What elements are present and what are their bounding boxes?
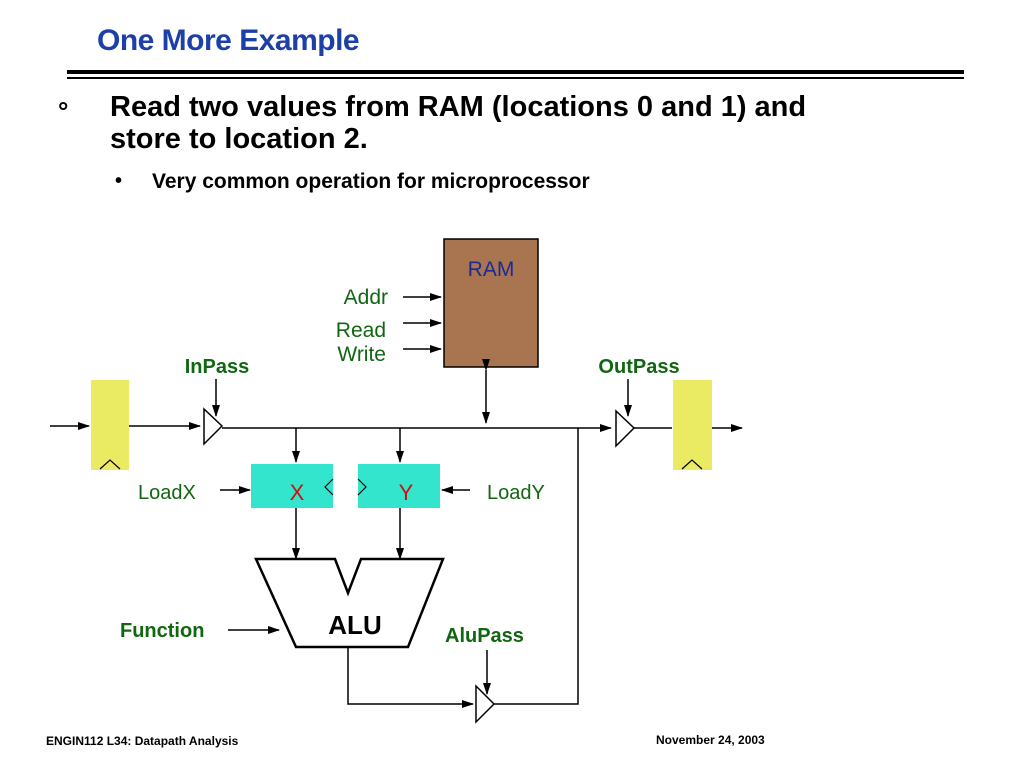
- function-label: Function: [120, 620, 204, 642]
- inpass-label: InPass: [185, 356, 249, 378]
- outpass-label: OutPass: [598, 356, 679, 378]
- input-register-clock-icon: [99, 459, 121, 470]
- alupass-to-bus-wire: [494, 428, 579, 705]
- main-bullet-icon: °: [58, 96, 69, 126]
- read-label: Read: [336, 319, 386, 342]
- write-label: Write: [337, 343, 386, 366]
- main-line-2: store to location 2.: [110, 123, 368, 155]
- sub-bullet-icon: •: [115, 170, 123, 192]
- ram-block: [443, 238, 539, 368]
- alupass-buffer-icon: [475, 684, 496, 724]
- alu-label: ALU: [328, 610, 381, 640]
- y-register-label: Y: [399, 480, 414, 505]
- outpass-buffer-icon: [615, 409, 636, 448]
- main-line-1: Read two values from RAM (locations 0 an…: [110, 91, 807, 123]
- footer-date: November 24, 2003: [656, 733, 765, 747]
- alu-output-wire: [347, 647, 474, 708]
- loadx-label: LoadX: [138, 482, 196, 504]
- input-register: [91, 380, 129, 470]
- sub-bullet-text: Very common operation for microprocessor: [152, 170, 590, 193]
- alu-shape: [254, 557, 445, 649]
- title-rule-thin: [67, 77, 964, 79]
- x-register: [251, 464, 333, 508]
- addr-label: Addr: [344, 286, 388, 309]
- slide-title: One More Example: [97, 24, 360, 57]
- ram-label: RAM: [468, 258, 515, 281]
- main-bullet-text: Read two values from RAM (locations 0 an…: [110, 91, 990, 155]
- footer-course: ENGIN112 L34: Datapath Analysis: [46, 734, 239, 748]
- output-register: [673, 380, 712, 470]
- alupass-label: AluPass: [445, 625, 524, 647]
- loady-label: LoadY: [487, 482, 545, 504]
- output-register-clock-icon: [681, 459, 703, 470]
- x-register-clock-icon: [324, 478, 334, 496]
- y-register: [358, 464, 440, 508]
- inpass-buffer-icon: [203, 407, 224, 446]
- title-rule-thick: [67, 70, 964, 74]
- y-register-clock-icon: [357, 478, 367, 496]
- x-register-label: X: [290, 480, 305, 505]
